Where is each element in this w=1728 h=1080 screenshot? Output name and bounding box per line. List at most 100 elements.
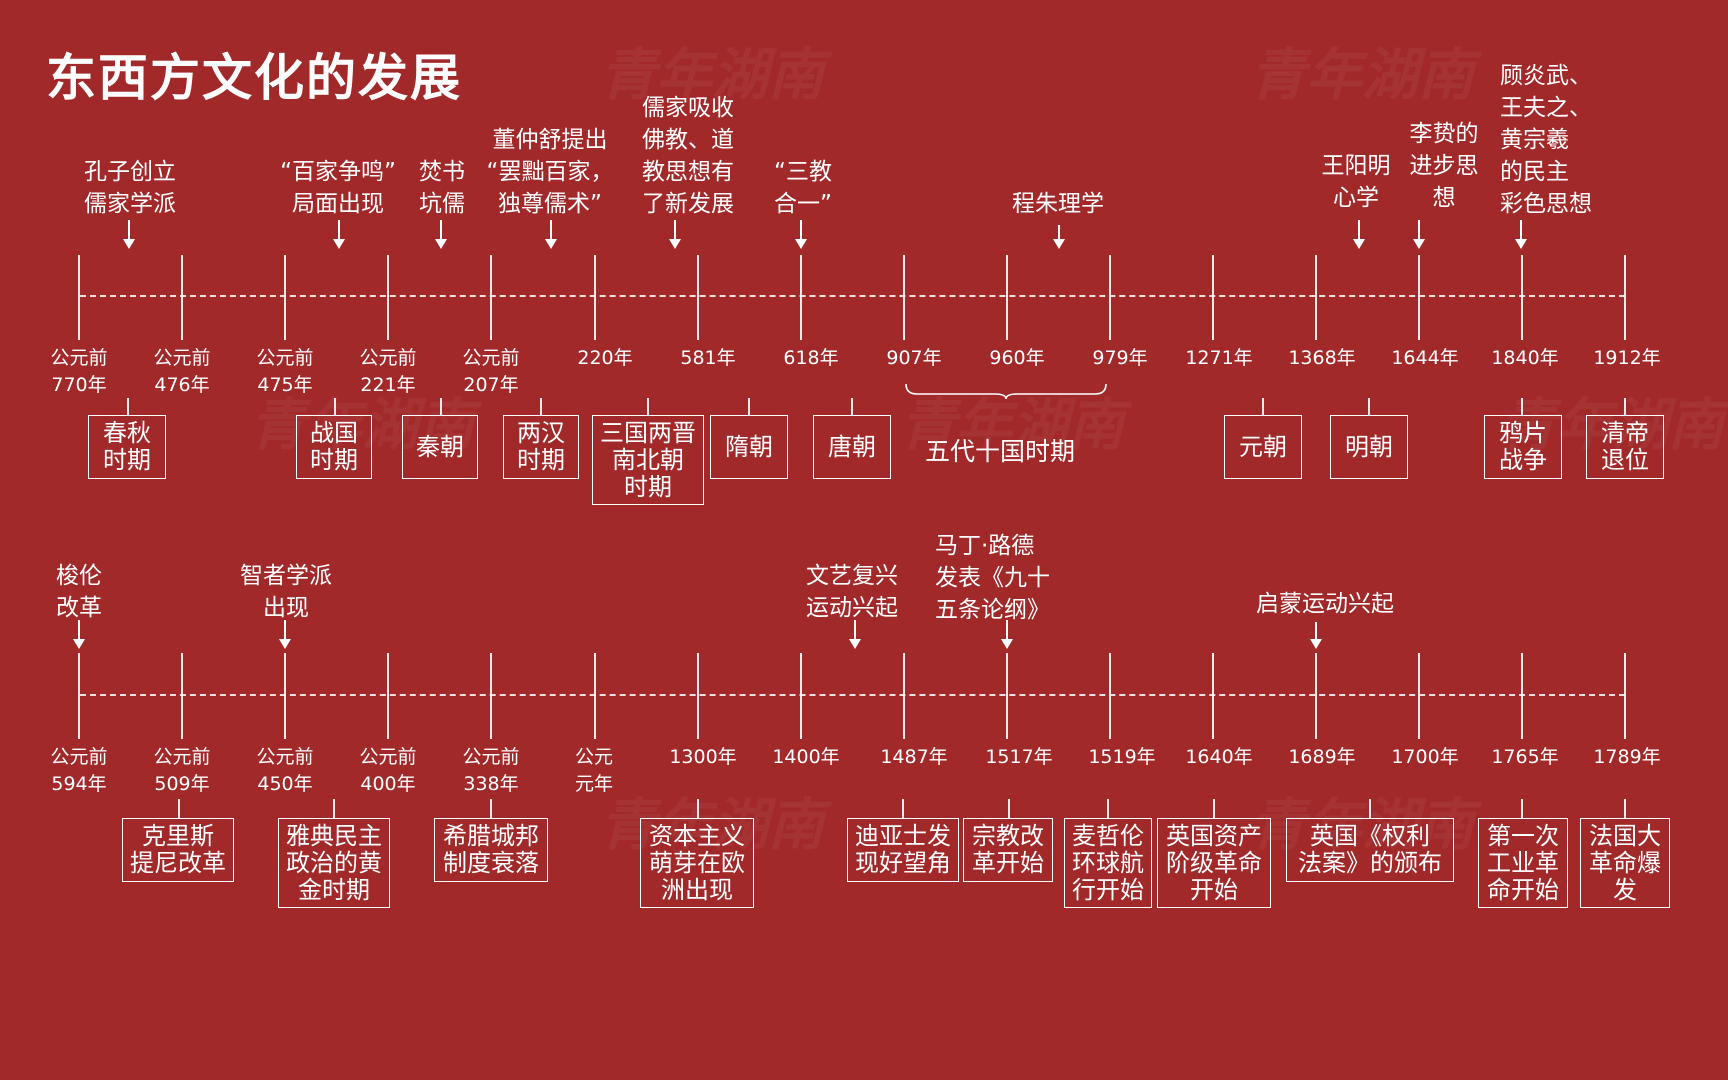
event-arrow <box>849 620 861 649</box>
bottom-timeline-axis <box>80 694 1625 696</box>
period-box: 鸦片 战争 <box>1484 415 1562 479</box>
period-box: 隋朝 <box>710 415 788 479</box>
period-connector <box>440 398 442 415</box>
period-connector <box>1521 799 1523 818</box>
period-connector <box>490 799 492 818</box>
top-event: 程朱理学 <box>1012 191 1104 217</box>
period-box: 战国 时期 <box>296 415 372 479</box>
top-timeline-axis <box>80 295 1625 297</box>
bottom-date: 1487年 <box>880 746 948 768</box>
bottom-date: 公元前 450年 <box>256 746 314 795</box>
top-date: 1912年 <box>1593 347 1661 369</box>
top-date: 1271年 <box>1185 347 1253 369</box>
top-tick <box>1212 255 1214 340</box>
period-box: 唐朝 <box>813 415 891 479</box>
bottom-tick <box>1521 653 1523 739</box>
event-arrow <box>795 220 807 249</box>
period-box: 两汉 时期 <box>503 415 579 479</box>
bottom-date: 1517年 <box>985 746 1053 768</box>
bottom-tick <box>490 653 492 739</box>
bottom-date: 1789年 <box>1593 746 1661 768</box>
top-event: 董仲舒提出 “罢黜百家， 独尊儒术” <box>486 127 614 217</box>
bottom-event: 文艺复兴 运动兴起 <box>806 563 898 621</box>
event-arrow <box>73 620 85 649</box>
period-box: 迪亚士发 现好望角 <box>847 818 959 882</box>
period-box: 秦朝 <box>402 415 478 479</box>
top-tick <box>903 255 905 340</box>
top-tick <box>78 255 80 340</box>
bottom-date: 公元前 400年 <box>359 746 417 795</box>
bottom-date: 1400年 <box>772 746 840 768</box>
period-connector <box>1624 398 1626 415</box>
period-connector <box>1262 398 1264 415</box>
period-connector <box>1213 799 1215 818</box>
period-box: 雅典民主 政治的黄 金时期 <box>278 818 390 908</box>
bottom-tick <box>1418 653 1420 739</box>
bottom-tick <box>1006 653 1008 739</box>
top-date: 979年 <box>1092 347 1148 369</box>
event-arrow <box>1353 220 1365 249</box>
bottom-tick <box>1315 653 1317 739</box>
top-date: 公元前 207年 <box>462 347 520 396</box>
period-connector <box>647 398 649 415</box>
bottom-event: 启蒙运动兴起 <box>1256 591 1394 617</box>
period-box: 春秋 时期 <box>88 415 166 479</box>
top-date: 公元前 476年 <box>153 347 211 396</box>
top-event: “百家争鸣” 局面出现 <box>280 159 396 217</box>
bottom-tick <box>78 653 80 739</box>
bottom-tick <box>284 653 286 739</box>
period-box: 希腊城邦 制度衰落 <box>434 818 548 882</box>
event-arrow <box>1413 220 1425 249</box>
period-box: 麦哲伦 环球航 行开始 <box>1064 818 1152 908</box>
top-tick <box>1109 255 1111 340</box>
bottom-event: 马丁·路德 发表《九十 五条论纲》 <box>935 533 1050 623</box>
bottom-date: 公元 元年 <box>574 746 613 795</box>
period-connector <box>1369 799 1371 818</box>
event-arrow <box>1515 220 1527 249</box>
event-arrow <box>545 220 557 249</box>
top-tick <box>284 255 286 340</box>
top-tick <box>1315 255 1317 340</box>
period-connector <box>178 799 180 818</box>
bottom-event: 智者学派 出现 <box>240 563 332 621</box>
event-arrow <box>1053 225 1065 249</box>
top-tick <box>800 255 802 340</box>
top-tick <box>181 255 183 340</box>
page-title: 东西方文化的发展 <box>46 49 462 107</box>
period-connector <box>540 398 542 415</box>
top-date: 581年 <box>680 347 736 369</box>
event-arrow <box>279 620 291 649</box>
period-box: 英国资产 阶级革命 开始 <box>1157 818 1271 908</box>
bottom-tick <box>181 653 183 739</box>
period-box: 宗教改 革开始 <box>963 818 1053 882</box>
top-tick <box>1006 255 1008 340</box>
bottom-date: 1640年 <box>1185 746 1253 768</box>
top-event: 顾炎武、 王夫之、 黄宗羲 的民主 彩色思想 <box>1500 63 1592 217</box>
period-connector <box>1008 799 1010 818</box>
top-date: 公元前 770年 <box>50 347 108 396</box>
period-connector <box>1624 799 1626 818</box>
bottom-date: 1300年 <box>669 746 737 768</box>
period-connector <box>748 398 750 415</box>
bottom-tick <box>594 653 596 739</box>
bottom-tick <box>1624 653 1626 739</box>
top-tick <box>490 255 492 340</box>
event-arrow <box>333 220 345 249</box>
period-connector <box>1368 398 1370 415</box>
period-connector <box>127 398 129 415</box>
bottom-event: 梭伦 改革 <box>56 563 102 621</box>
bottom-tick <box>697 653 699 739</box>
top-event: 孔子创立 儒家学派 <box>84 159 176 217</box>
period-box: 英国《权利 法案》的颁布 <box>1286 818 1454 882</box>
bottom-date: 公元前 594年 <box>50 746 108 795</box>
bottom-date: 1689年 <box>1288 746 1356 768</box>
bottom-tick <box>1109 653 1111 739</box>
event-arrow <box>1001 620 1013 649</box>
top-event: 焚书 坑儒 <box>419 159 465 217</box>
period-box: 明朝 <box>1330 415 1408 479</box>
top-date: 1368年 <box>1288 347 1356 369</box>
bottom-date: 1765年 <box>1491 746 1559 768</box>
event-arrow <box>123 220 135 249</box>
period-connector <box>1107 799 1109 818</box>
period-box: 第一次 工业革 命开始 <box>1478 818 1568 908</box>
